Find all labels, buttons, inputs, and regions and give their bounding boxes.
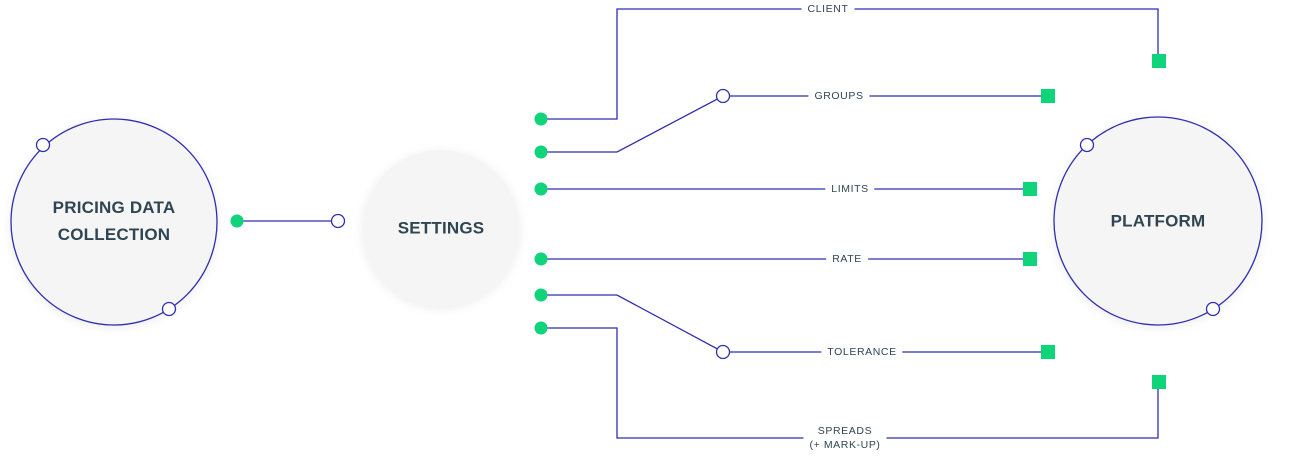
pricing-data-collection-label: PRICING DATA COLLECTION xyxy=(53,194,176,248)
route-rate-end-square xyxy=(1023,252,1037,266)
pricing-data-collection-label-line2: COLLECTION xyxy=(57,225,171,244)
route-groups-junction xyxy=(715,88,731,104)
platform-node xyxy=(1053,116,1263,326)
source-port-top xyxy=(35,137,51,153)
settings-node xyxy=(363,150,519,306)
route-limits-label: LIMITS xyxy=(825,182,875,196)
route-client-label: CLIENT xyxy=(801,2,855,16)
route-limits-start-dot xyxy=(534,182,548,196)
route-spreads-label: SPREADS (+ MARK-UP) xyxy=(803,424,887,452)
platform-port-bottom xyxy=(1205,301,1221,317)
route-tolerance-end-square xyxy=(1041,345,1055,359)
source-port-bottom xyxy=(161,301,177,317)
pricing-data-collection-node xyxy=(10,118,218,326)
route-tolerance-start-dot xyxy=(534,288,548,302)
route-limits-end-square xyxy=(1023,182,1037,196)
route-rate-label: RATE xyxy=(826,252,868,266)
route-groups-line xyxy=(541,95,1048,153)
platform-port-top xyxy=(1079,137,1095,153)
route-rate-start-dot xyxy=(534,252,548,266)
settings-label: SETTINGS xyxy=(397,218,485,238)
route-client-line xyxy=(541,8,1159,120)
route-groups-end-square xyxy=(1041,89,1055,103)
route-spreads-end-square xyxy=(1152,375,1166,389)
route-tolerance-label: TOLERANCE xyxy=(821,345,903,359)
route-spreads-label-line1: SPREADS xyxy=(817,425,873,437)
route-tolerance-junction xyxy=(715,344,731,360)
route-client-end-square xyxy=(1152,54,1166,68)
route-spreads-line xyxy=(541,327,1159,439)
route-groups-label: GROUPS xyxy=(808,89,870,103)
route-spreads-start-dot xyxy=(534,321,548,335)
source-to-settings-link xyxy=(230,213,346,229)
route-client-start-dot xyxy=(534,112,548,126)
pricing-data-collection-label-line1: PRICING DATA xyxy=(52,198,176,217)
route-spreads-label-line2: (+ MARK-UP) xyxy=(809,439,881,451)
platform-label: PLATFORM xyxy=(1110,211,1206,231)
route-groups-start-dot xyxy=(534,145,548,159)
